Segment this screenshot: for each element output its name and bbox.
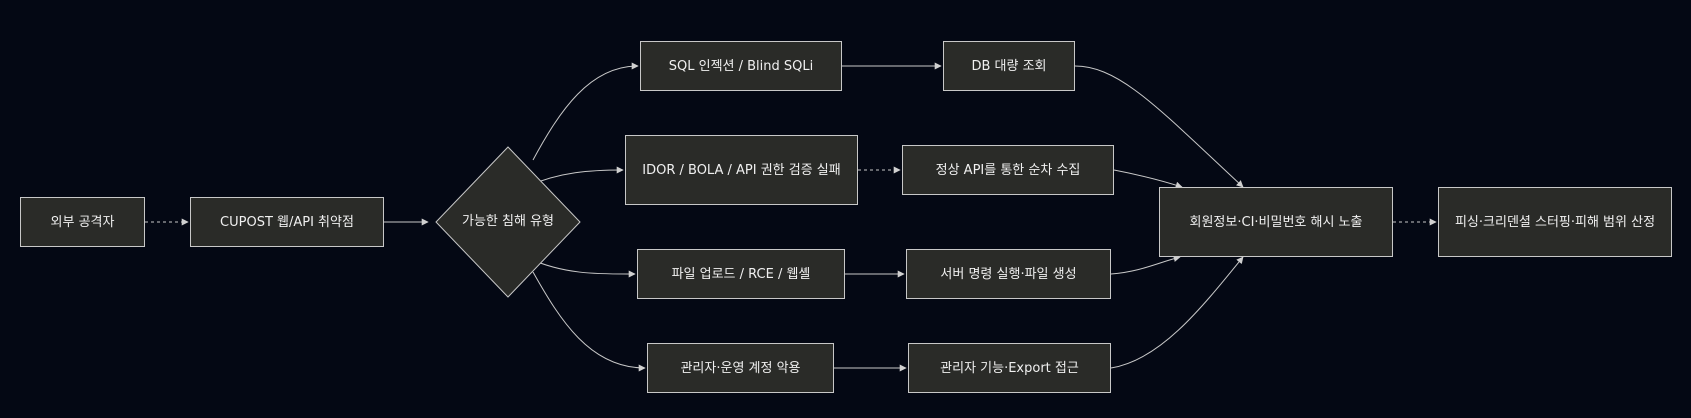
node-attacker-label: 외부 공격자 (50, 214, 115, 230)
node-api-collect: 정상 API를 통한 순차 수집 (902, 145, 1114, 195)
node-vuln: CUPOST 웹/API 취약점 (190, 197, 384, 247)
node-exposure: 회원정보·CI·비밀번호 해시 노출 (1159, 187, 1393, 257)
node-impact-label: 피싱·크리덴셜 스터핑·피해 범위 산정 (1454, 214, 1656, 230)
node-exposure-label: 회원정보·CI·비밀번호 해시 노출 (1189, 214, 1363, 230)
edge-decision-sqli (532, 62, 639, 161)
edge-export-exposure (1110, 256, 1244, 369)
node-upload-label: 파일 업로드 / RCE / 웹셸 (671, 266, 811, 282)
edge-apicollect-exposure (1113, 169, 1183, 189)
node-admin-export: 관리자 기능·Export 접근 (908, 343, 1111, 393)
node-upload: 파일 업로드 / RCE / 웹셸 (637, 249, 845, 299)
node-attacker: 외부 공격자 (20, 197, 145, 247)
decision-diamond (435, 146, 581, 298)
node-admin: 관리자·운영 계정 악용 (647, 343, 834, 393)
node-db-dump: DB 대량 조회 (943, 41, 1075, 91)
node-server-exec-label: 서버 명령 실행·파일 생성 (940, 266, 1077, 282)
node-vuln-label: CUPOST 웹/API 취약점 (220, 214, 354, 230)
node-sqli: SQL 인젝션 / Blind SQLi (640, 41, 842, 91)
edge-db-exposure (1074, 65, 1244, 188)
node-db-dump-label: DB 대량 조회 (971, 58, 1047, 74)
node-impact: 피싱·크리덴셜 스터핑·피해 범위 산정 (1438, 187, 1672, 257)
edge-decision-upload (527, 257, 636, 278)
node-admin-label: 관리자·운영 계정 악용 (680, 360, 801, 376)
edge-server-exposure (1110, 255, 1181, 275)
node-sqli-label: SQL 인젝션 / Blind SQLi (668, 58, 814, 74)
node-idor: IDOR / BOLA / API 권한 검증 실패 (625, 135, 858, 205)
node-api-collect-label: 정상 API를 통한 순차 수집 (935, 162, 1081, 178)
node-idor-label: IDOR / BOLA / API 권한 검증 실패 (642, 162, 841, 178)
node-server-exec: 서버 명령 실행·파일 생성 (906, 249, 1111, 299)
node-admin-export-label: 관리자 기능·Export 접근 (940, 360, 1079, 376)
node-decision-label: 가능한 침해 유형 (462, 214, 554, 229)
edge-decision-admin (532, 271, 646, 372)
